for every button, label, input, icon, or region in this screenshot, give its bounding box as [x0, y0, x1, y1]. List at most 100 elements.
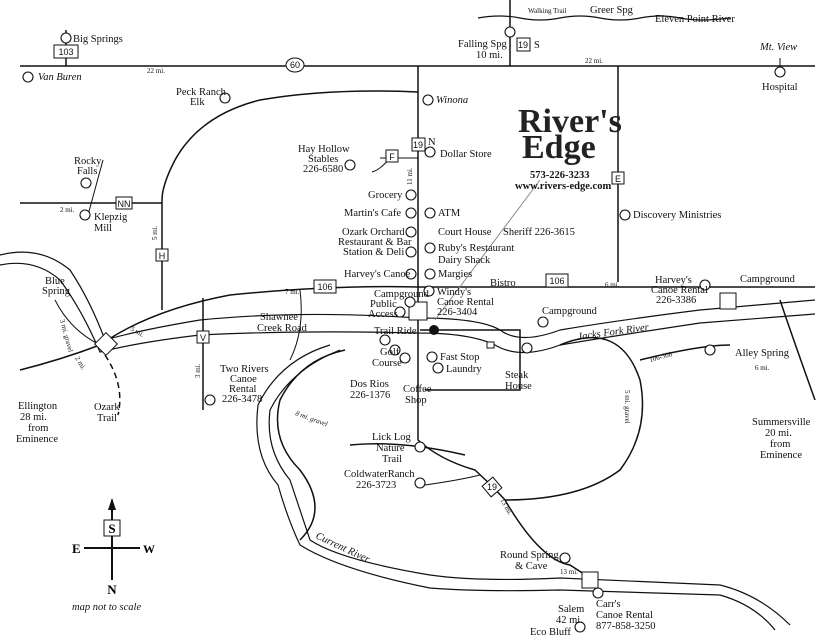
marker-harveys: [405, 268, 417, 280]
shield-106-east-label: 106: [549, 276, 564, 286]
shield-nn: [115, 196, 133, 210]
compass-rose: S E W N map not to scale: [72, 498, 155, 613]
label-gravel-8: 8 mi. gravel: [294, 409, 328, 428]
label-ozark-trail-2: Trail: [97, 413, 117, 424]
label-ozark-orchard: Ozark Orchard: [342, 227, 405, 238]
label-gravel-3: 3 mi. gravel: [58, 318, 74, 353]
label-rubys: Ruby's Restaurant: [438, 243, 514, 254]
label-access: Access: [368, 309, 398, 320]
peck-ranch-road: [161, 90, 419, 310]
shield-us60-label: 60: [290, 60, 300, 70]
label-campground-2: Campground: [542, 306, 598, 317]
town-loop: [420, 329, 521, 391]
ellington-road: [19, 344, 101, 371]
eleven-point-river: [477, 15, 731, 21]
label-big-springs: Big Springs: [73, 34, 123, 45]
label-bistro: Bistro: [490, 278, 516, 289]
west-loop-road: [276, 349, 346, 541]
label-dos-rios-phone: 226-1376: [350, 390, 390, 401]
jacks-fork-river-bank-south: [0, 262, 816, 354]
jacks-fork-river-bank-north: [0, 251, 816, 341]
label-summersville: Summersville: [752, 417, 811, 428]
rivers: [0, 15, 816, 631]
highway-106: [99, 285, 815, 346]
label-carrs-canoe: Canoe Rental: [596, 610, 653, 621]
shield-106-west: [313, 279, 337, 294]
marker-station: [405, 246, 417, 258]
label-summersville-from: from: [770, 439, 790, 450]
label-nature: Nature: [376, 443, 405, 454]
shield-106-west-label: 106: [317, 282, 332, 292]
bridge-south: [581, 571, 599, 589]
marker-public-access: [394, 306, 406, 318]
marker-grocery: [405, 189, 417, 201]
route-19-n-direction: N: [428, 137, 436, 148]
label-summersville-dist: 20 mi.: [765, 428, 792, 439]
label-round-dist: 13 mi.: [560, 568, 578, 576]
shield-h: [155, 248, 169, 262]
label-eco-bluff: Eco Bluff: [530, 627, 571, 638]
label-discovery: Discovery Ministries: [633, 210, 721, 221]
shield-103-label: 103: [58, 47, 73, 57]
label-van-buren: Van Buren: [38, 72, 82, 83]
label-dist-22-west: 22 mi.: [147, 67, 165, 75]
label-dist-2: 2 mi.: [60, 206, 75, 214]
label-gravel-5: 5 mi. gravel: [623, 390, 631, 424]
marker-martins: [405, 207, 417, 219]
label-summersville-eminence: Eminence: [760, 450, 802, 461]
label-round-spring: Round Spring: [500, 550, 559, 561]
marker-trail-ride: [379, 334, 391, 346]
label-dist-11: 11 mi.: [406, 167, 414, 185]
logo-phone: 573-226-3233: [530, 170, 590, 181]
compass-w: W: [143, 542, 155, 556]
label-ellington: Ellington: [18, 401, 58, 412]
label-trail-ride: Trail Ride: [374, 326, 417, 337]
marker-laundry: [432, 362, 444, 374]
marker-big-springs: [60, 32, 72, 44]
marker-van-buren: [22, 71, 34, 83]
logo-pointer: [434, 179, 541, 321]
logo-url[interactable]: www.rivers-edge.com: [515, 181, 611, 192]
marker-carrs: [592, 587, 604, 599]
marker-two-rivers: [204, 394, 216, 406]
label-hospital: Hospital: [762, 82, 798, 93]
bridge-west: [93, 331, 119, 357]
shield-v: [196, 330, 210, 344]
shield-103: [53, 44, 79, 59]
label-two-rivers-canoe: Canoe: [230, 374, 257, 385]
label-dist-5: 5 mi.: [151, 225, 159, 240]
gravel-loop: [504, 336, 644, 501]
marker-atm: [424, 207, 436, 219]
label-steak: Steak: [505, 370, 529, 381]
map-labels: Walking Trail Greer Spg Eleven Point Riv…: [16, 5, 811, 638]
label-coldwater-phone: 226-3723: [356, 480, 396, 491]
marker-eco-bluff: [574, 621, 586, 633]
label-spring: Spring: [42, 286, 71, 297]
north-arrow-icon: [108, 498, 116, 510]
label-court-house: Court House: [438, 227, 492, 238]
label-dist-5-west: 5 mi.: [129, 325, 146, 339]
rocky-falls-road: [87, 159, 104, 216]
rivers-edge-logo: River's Edge 573-226-3233 www.rivers-edg…: [434, 103, 622, 321]
marker-discovery: [619, 209, 631, 221]
marker-rocky-falls: [80, 177, 92, 189]
marker-falling-spg: [504, 26, 516, 38]
marker-alley-spring: [704, 344, 716, 356]
marker-winona: [422, 94, 434, 106]
shield-nn-label: NN: [118, 199, 131, 209]
label-campground: Campground: [374, 289, 430, 300]
label-harveys-2-phone: 226-3386: [656, 295, 696, 306]
label-windys-phone: 226-3404: [437, 307, 478, 318]
ozark-trail: [104, 354, 121, 416]
label-restaurant-bar: Restaurant & Bar: [338, 237, 412, 248]
label-carrs: Carr's: [596, 599, 621, 610]
lick-log-road: [349, 443, 466, 456]
label-hay-phone: 226-6580: [303, 164, 343, 175]
label-fast-stop: Fast Stop: [440, 352, 479, 363]
label-dist-3: 3 mi.: [194, 363, 202, 378]
bridge-east: [719, 292, 737, 310]
marker-margies: [424, 268, 436, 280]
label-106-308: 106-308: [648, 350, 673, 364]
label-two-rivers-phone: 226-3478: [222, 394, 262, 405]
label-sheriff: Sheriff 226-3615: [503, 227, 575, 238]
